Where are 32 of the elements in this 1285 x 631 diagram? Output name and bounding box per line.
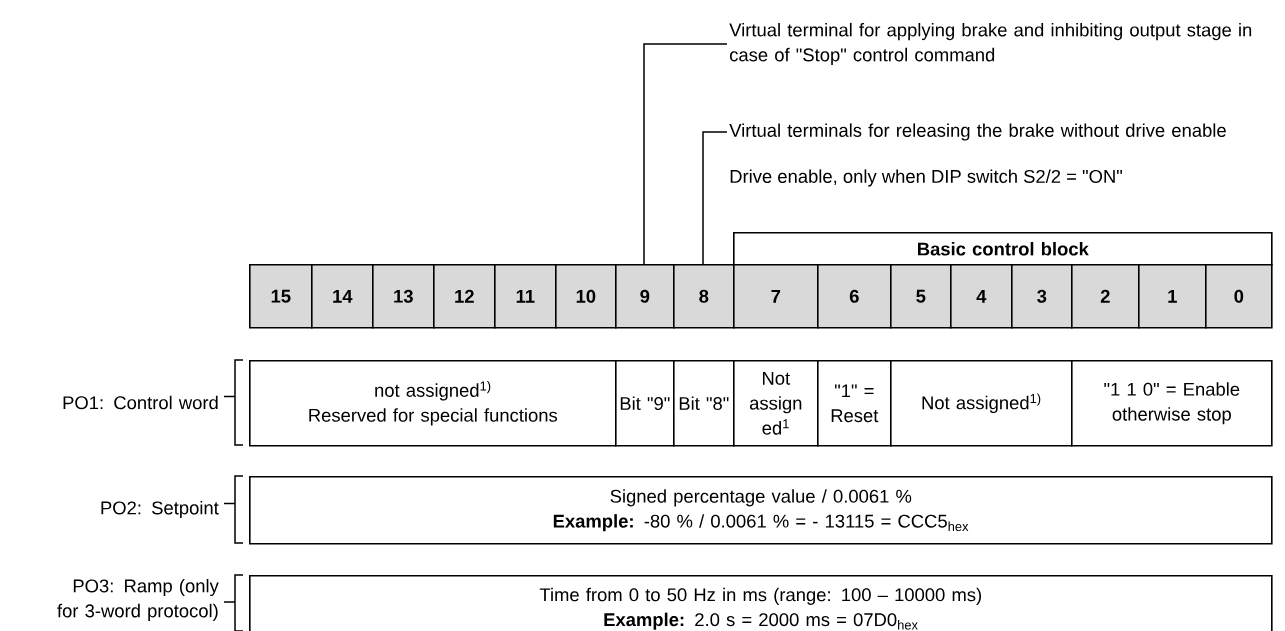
control-word-cell: "1 1 0" = Enable otherwise stop <box>1071 360 1273 447</box>
process-data-box: Signed percentage value / 0.0061 % Example: -80 % / 0.0061 % = - 13115 = CCC5$_{hex}$ <box>249 475 1273 545</box>
row-label: PO3: Ramp (only for 3-word protocol) <box>57 578 219 622</box>
control-word-cell: Bit "9" <box>615 360 675 447</box>
bit-cell: 0 <box>1205 264 1273 329</box>
control-word-cell: Bit "8" <box>673 360 735 447</box>
process-data-box: Time from 0 to 50 Hz in ms (range: 100 – 10000 ms) Example: 2.0 s = 2000 ms = 07D0$_{hex}$ <box>249 575 1273 631</box>
bit-cell: 1 <box>1138 264 1207 329</box>
leader-line <box>702 131 728 265</box>
bit-cell: 4 <box>950 264 1013 329</box>
control-word-cell: Not assign ed$^{1}$ <box>733 360 819 447</box>
control-word-cell: "1" = Reset <box>817 360 892 447</box>
row-label: PO1: Control word <box>63 395 218 410</box>
annotation-text: Virtual terminals for releasing the brake without drive enable <box>729 123 1226 141</box>
bit-cell: 10 <box>555 264 617 329</box>
bit-cell: 6 <box>817 264 892 329</box>
bit-cell: 2 <box>1071 264 1140 329</box>
bit-cell: 7 <box>733 264 819 329</box>
bit-cell: 13 <box>372 264 435 329</box>
bit-cell: 5 <box>890 264 952 329</box>
bit-cell: 12 <box>433 264 496 329</box>
annotation-text: Virtual terminal for applying brake and inhibiting output stage in case of "Stop" control command <box>729 22 1252 66</box>
block-header: Basic control block <box>733 232 1273 266</box>
row-label: PO2: Setpoint <box>101 500 219 519</box>
bit-cell: 15 <box>249 264 313 329</box>
bit-cell: 8 <box>673 264 735 329</box>
note-text: Drive enable, only when DIP switch S2/2 = "ON" <box>730 169 1122 187</box>
bit-cell: 14 <box>311 264 374 329</box>
bit-cell: 9 <box>615 264 675 329</box>
bit-cell: 3 <box>1011 264 1073 329</box>
bit-cell: 11 <box>494 264 557 329</box>
leader-line <box>643 43 728 265</box>
